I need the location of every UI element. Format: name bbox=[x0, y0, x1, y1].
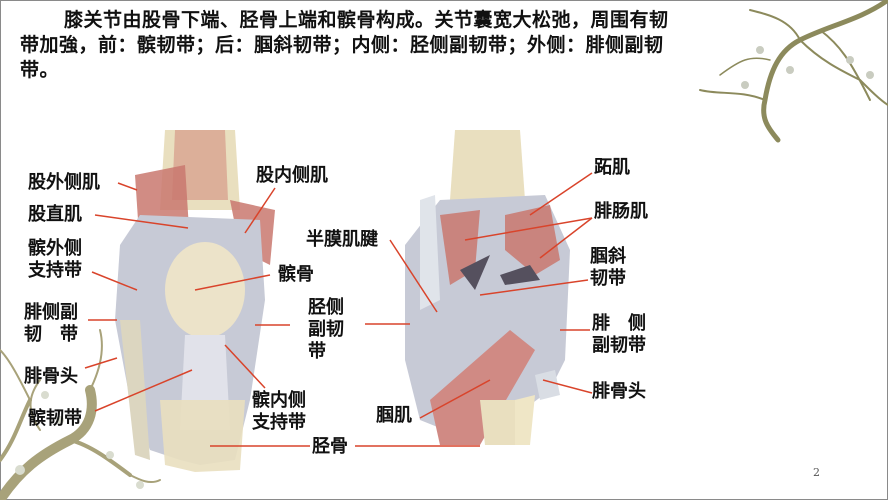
page-number: 2 bbox=[813, 466, 820, 479]
posterior-knee-illustration bbox=[405, 130, 570, 445]
label-popliteus: 腘肌 bbox=[376, 405, 412, 426]
label-gastrocnemius: 腓肠肌 bbox=[594, 201, 648, 222]
label-oblique-popliteal-ligament: 腘斜 韧带 bbox=[590, 246, 626, 289]
leader-lines bbox=[84, 172, 593, 447]
label-fibular-collateral-ligament-posterior: 腓 侧 副韧带 bbox=[592, 313, 646, 356]
label-plantaris: 跖肌 bbox=[594, 157, 630, 178]
label-lateral-patellar-retinaculum: 髌外侧 支持带 bbox=[28, 238, 82, 281]
intro-text: 膝关节由股骨下端、胫骨上端和髌骨构成。关节囊宽大松弛，周围有韧带加強，前：髌韧带… bbox=[20, 9, 669, 81]
label-medial-patellar-retinaculum: 髌内侧 支持带 bbox=[252, 390, 306, 433]
label-semimembranosus-tendon: 半膜肌腱 bbox=[306, 229, 378, 250]
label-fibular-head-posterior: 腓骨头 bbox=[592, 381, 646, 402]
intro-paragraph: 膝关节由股骨下端、胫骨上端和髌骨构成。关节囊宽大松弛，周围有韧带加強，前：髌韧带… bbox=[20, 8, 680, 83]
label-vastus-lateralis: 股外侧肌 bbox=[28, 172, 100, 193]
label-fibular-head-anterior: 腓骨头 bbox=[24, 366, 78, 387]
label-patella: 髌骨 bbox=[278, 264, 314, 285]
anterior-knee-illustration bbox=[115, 130, 275, 472]
decorative-branch-top-right bbox=[699, 0, 888, 143]
label-vastus-medialis: 股内侧肌 bbox=[256, 165, 328, 186]
label-patellar-ligament: 髌韧带 bbox=[28, 408, 82, 429]
label-tibia: 胫骨 bbox=[312, 436, 348, 457]
label-fibular-collateral-ligament-anterior: 腓侧副 韧 带 bbox=[24, 302, 78, 345]
label-tibial-collateral-ligament: 胫侧 副韧 带 bbox=[308, 297, 344, 362]
decorative-branch-bottom-left bbox=[0, 329, 161, 500]
label-rectus-femoris: 股直肌 bbox=[28, 204, 82, 225]
